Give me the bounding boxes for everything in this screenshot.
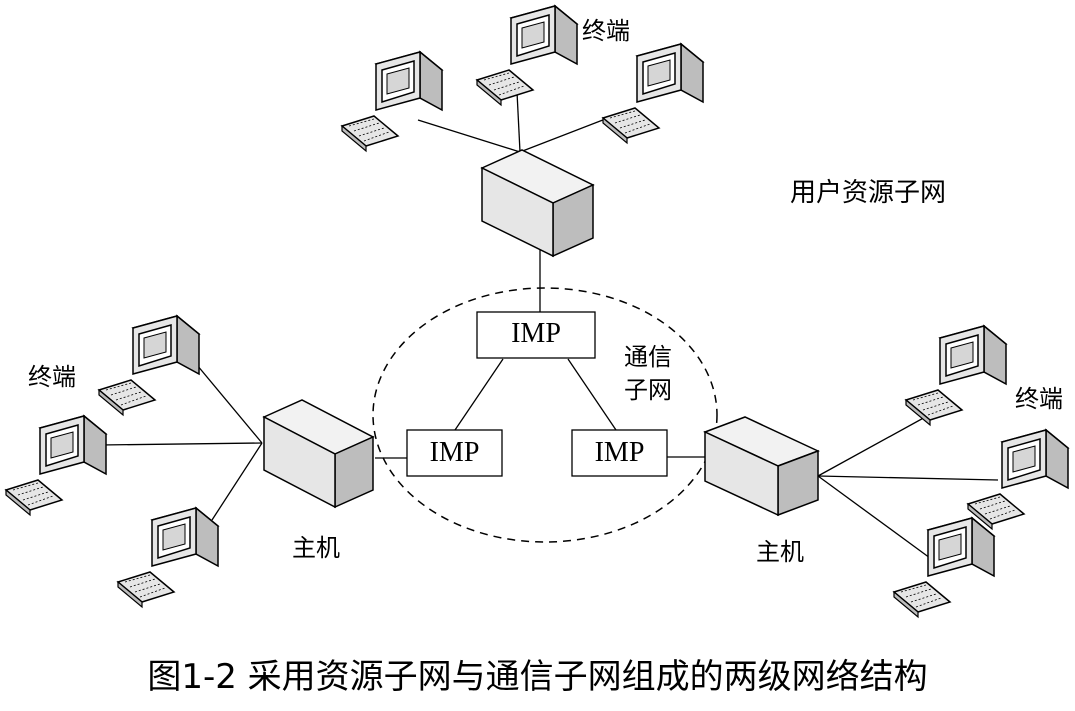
terminal-icon bbox=[905, 325, 1007, 426]
terminal-top-label: 终端 bbox=[582, 17, 630, 45]
imp-left-label: IMP bbox=[429, 437, 480, 468]
terminal-icon bbox=[341, 51, 443, 152]
terminal-icon bbox=[893, 517, 995, 618]
comm-subnet-boundary bbox=[372, 287, 718, 543]
comm-subnet-label-line2: 子网 bbox=[624, 376, 672, 404]
terminal-right-label: 终端 bbox=[1015, 385, 1063, 413]
host-top-icon bbox=[480, 149, 595, 258]
host-left-label: 主机 bbox=[292, 534, 340, 562]
host-left-icon bbox=[262, 399, 375, 509]
terminal-icon bbox=[5, 415, 107, 516]
imp-right-label: IMP bbox=[594, 437, 645, 468]
terminal-icon bbox=[117, 507, 219, 608]
terminal-icon bbox=[98, 315, 200, 416]
terminal-left-label: 终端 bbox=[28, 363, 76, 391]
terminal-icon bbox=[602, 43, 704, 144]
host-right-icon bbox=[703, 416, 820, 517]
imp-top-box bbox=[476, 311, 596, 359]
terminal-icon bbox=[476, 5, 578, 106]
host-right-label: 主机 bbox=[756, 538, 804, 566]
imp-right-box bbox=[571, 429, 668, 477]
imp-left-box bbox=[406, 429, 503, 477]
figure-caption: 图1-2 采用资源子网与通信子网组成的两级网络结构 bbox=[147, 657, 928, 697]
user-subnet-label: 用户资源子网 bbox=[790, 178, 947, 208]
comm-subnet-label-line1: 通信 bbox=[624, 343, 672, 371]
links bbox=[99, 91, 999, 559]
imp-top-label: IMP bbox=[511, 318, 561, 349]
